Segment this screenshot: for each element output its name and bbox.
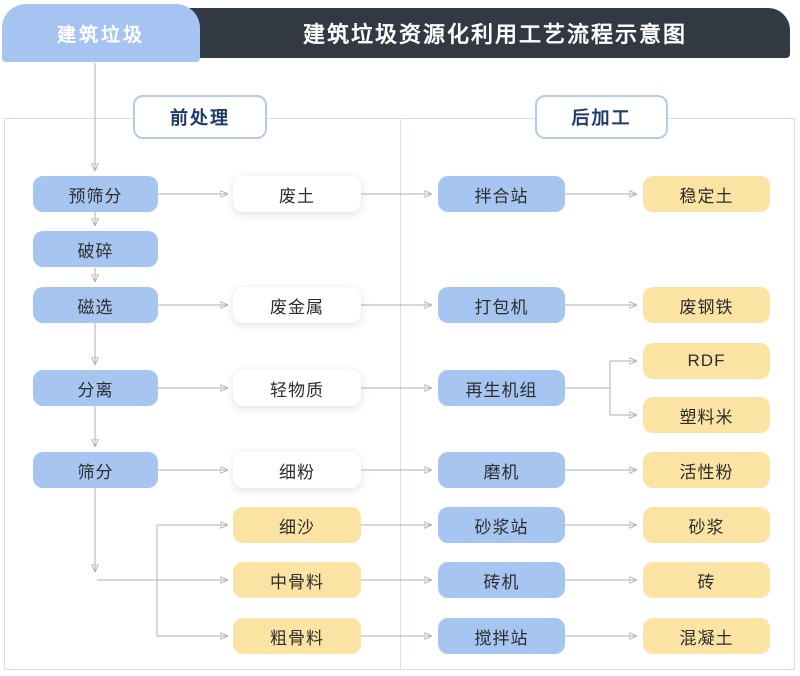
node-mortar-plant: 砂浆站 (438, 507, 565, 543)
node-concrete: 混凝土 (643, 618, 770, 654)
panel-divider (400, 118, 401, 670)
node-waste-steel: 废钢铁 (643, 287, 770, 323)
title-bar: 建筑垃圾资源化利用工艺流程示意图 (180, 8, 790, 58)
node-crushing: 破碎 (33, 231, 158, 267)
node-light-material: 轻物质 (233, 370, 361, 406)
page-title: 建筑垃圾资源化利用工艺流程示意图 (302, 22, 687, 47)
node-regeneration-unit: 再生机组 (438, 370, 565, 406)
node-magnetic-separation: 磁选 (33, 287, 158, 323)
node-medium-aggregate: 中骨料 (233, 562, 361, 598)
node-brick: 砖 (643, 562, 770, 598)
node-baling-machine: 打包机 (438, 287, 565, 323)
node-rdf: RDF (643, 343, 770, 379)
node-mixing-plant: 拌合站 (438, 176, 565, 212)
node-mortar: 砂浆 (643, 507, 770, 543)
section-label-pre-text: 前处理 (170, 108, 230, 128)
node-separation: 分离 (33, 370, 158, 406)
node-stabilized-soil: 稳定土 (643, 176, 770, 212)
node-agitation-plant: 搅拌站 (438, 618, 565, 654)
node-screening: 筛分 (33, 452, 158, 488)
node-fine-powder: 细粉 (233, 452, 361, 488)
section-label-post-text: 后加工 (571, 108, 632, 128)
node-waste-soil: 废土 (233, 176, 361, 212)
node-mill: 磨机 (438, 452, 565, 488)
node-brick-machine: 砖机 (438, 562, 565, 598)
node-coarse-aggregate: 粗骨料 (233, 618, 361, 654)
node-plastic-pellets: 塑料米 (643, 397, 770, 433)
section-label-pre-processing: 前处理 (133, 95, 267, 139)
section-label-post-processing: 后加工 (535, 95, 668, 139)
node-active-powder: 活性粉 (643, 452, 770, 488)
source-tab-construction-waste: 建筑垃圾 (2, 4, 200, 62)
node-waste-metal: 废金属 (233, 287, 361, 323)
source-tab-label: 建筑垃圾 (56, 24, 145, 46)
node-fine-sand: 细沙 (233, 507, 361, 543)
node-pre-screening: 预筛分 (33, 176, 158, 212)
